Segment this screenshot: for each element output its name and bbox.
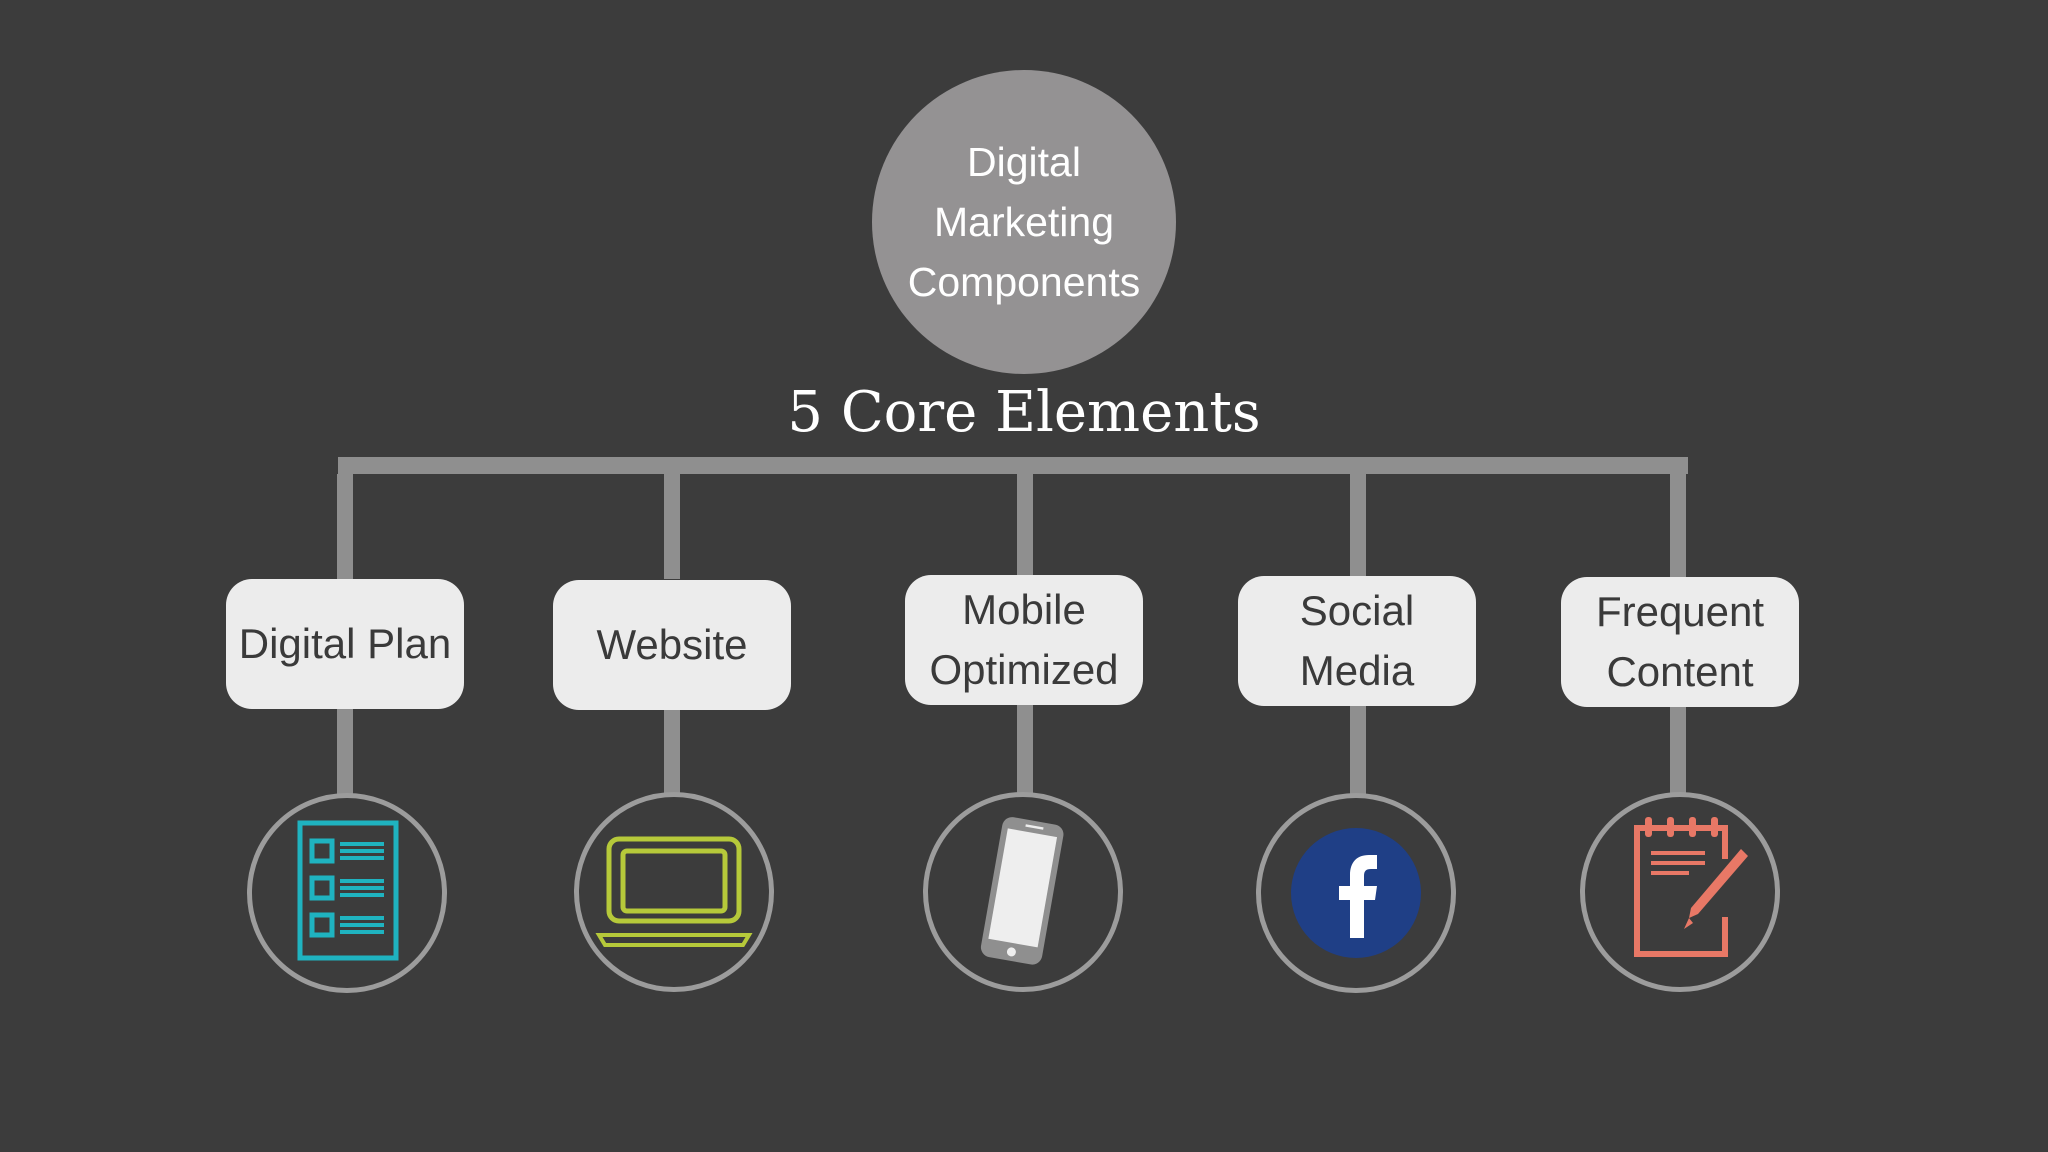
- notepad-pencil-icon: [1634, 817, 1748, 957]
- icon-ring-social-media: [1256, 793, 1456, 993]
- element-box-website: Website: [553, 580, 791, 710]
- connector-stem-1-lower: [337, 705, 353, 800]
- facebook-icon: [1291, 828, 1421, 958]
- element-label-social-line-1: Social: [1299, 587, 1415, 634]
- checklist-icon: [297, 820, 399, 961]
- element-label-website: Website: [596, 621, 748, 668]
- connector-stem-3-upper: [1017, 474, 1033, 579]
- smartphone-icon: [980, 817, 1064, 965]
- icon-ring-frequent-content: [1580, 792, 1780, 992]
- connector-stem-5-upper: [1670, 474, 1686, 579]
- root-title-line-2: Marketing: [933, 199, 1114, 245]
- icon-ring-digital-plan: [247, 793, 447, 993]
- connector-stem-2-lower: [664, 705, 680, 800]
- root-title-line-1: Digital: [967, 139, 1081, 185]
- element-box-frequent-content: Frequent Content: [1561, 577, 1799, 707]
- element-label-mobile-line-1: Mobile: [962, 586, 1086, 633]
- root-node-digital-marketing-components: Digital Marketing Components: [872, 70, 1176, 374]
- icon-ring-mobile-optimized: [923, 792, 1123, 992]
- root-title-line-3: Components: [907, 259, 1141, 305]
- element-label-mobile-line-2: Optimized: [929, 646, 1119, 693]
- element-label-social-line-2: Media: [1299, 647, 1415, 694]
- horizontal-connector-bar: [338, 457, 1688, 474]
- connector-stem-4-upper: [1350, 474, 1366, 579]
- element-label-frequent-line-1: Frequent: [1595, 588, 1765, 635]
- connector-stem-4-lower: [1350, 705, 1366, 800]
- icon-ring-website: [574, 792, 774, 992]
- element-box-digital-plan: Digital Plan: [226, 579, 464, 709]
- subtitle-core-elements: 5 Core Elements: [787, 380, 1261, 445]
- element-box-social-media: Social Media: [1238, 576, 1476, 706]
- connector-stem-3-lower: [1017, 705, 1033, 800]
- connector-stem-1-upper: [337, 474, 353, 579]
- element-box-mobile-optimized: Mobile Optimized: [905, 575, 1143, 705]
- connector-stem-5-lower: [1670, 705, 1686, 800]
- element-label-frequent-line-2: Content: [1606, 648, 1754, 695]
- laptop-icon: [595, 836, 753, 947]
- connector-stem-2-upper: [664, 474, 680, 579]
- element-label-digital-plan: Digital Plan: [238, 620, 452, 667]
